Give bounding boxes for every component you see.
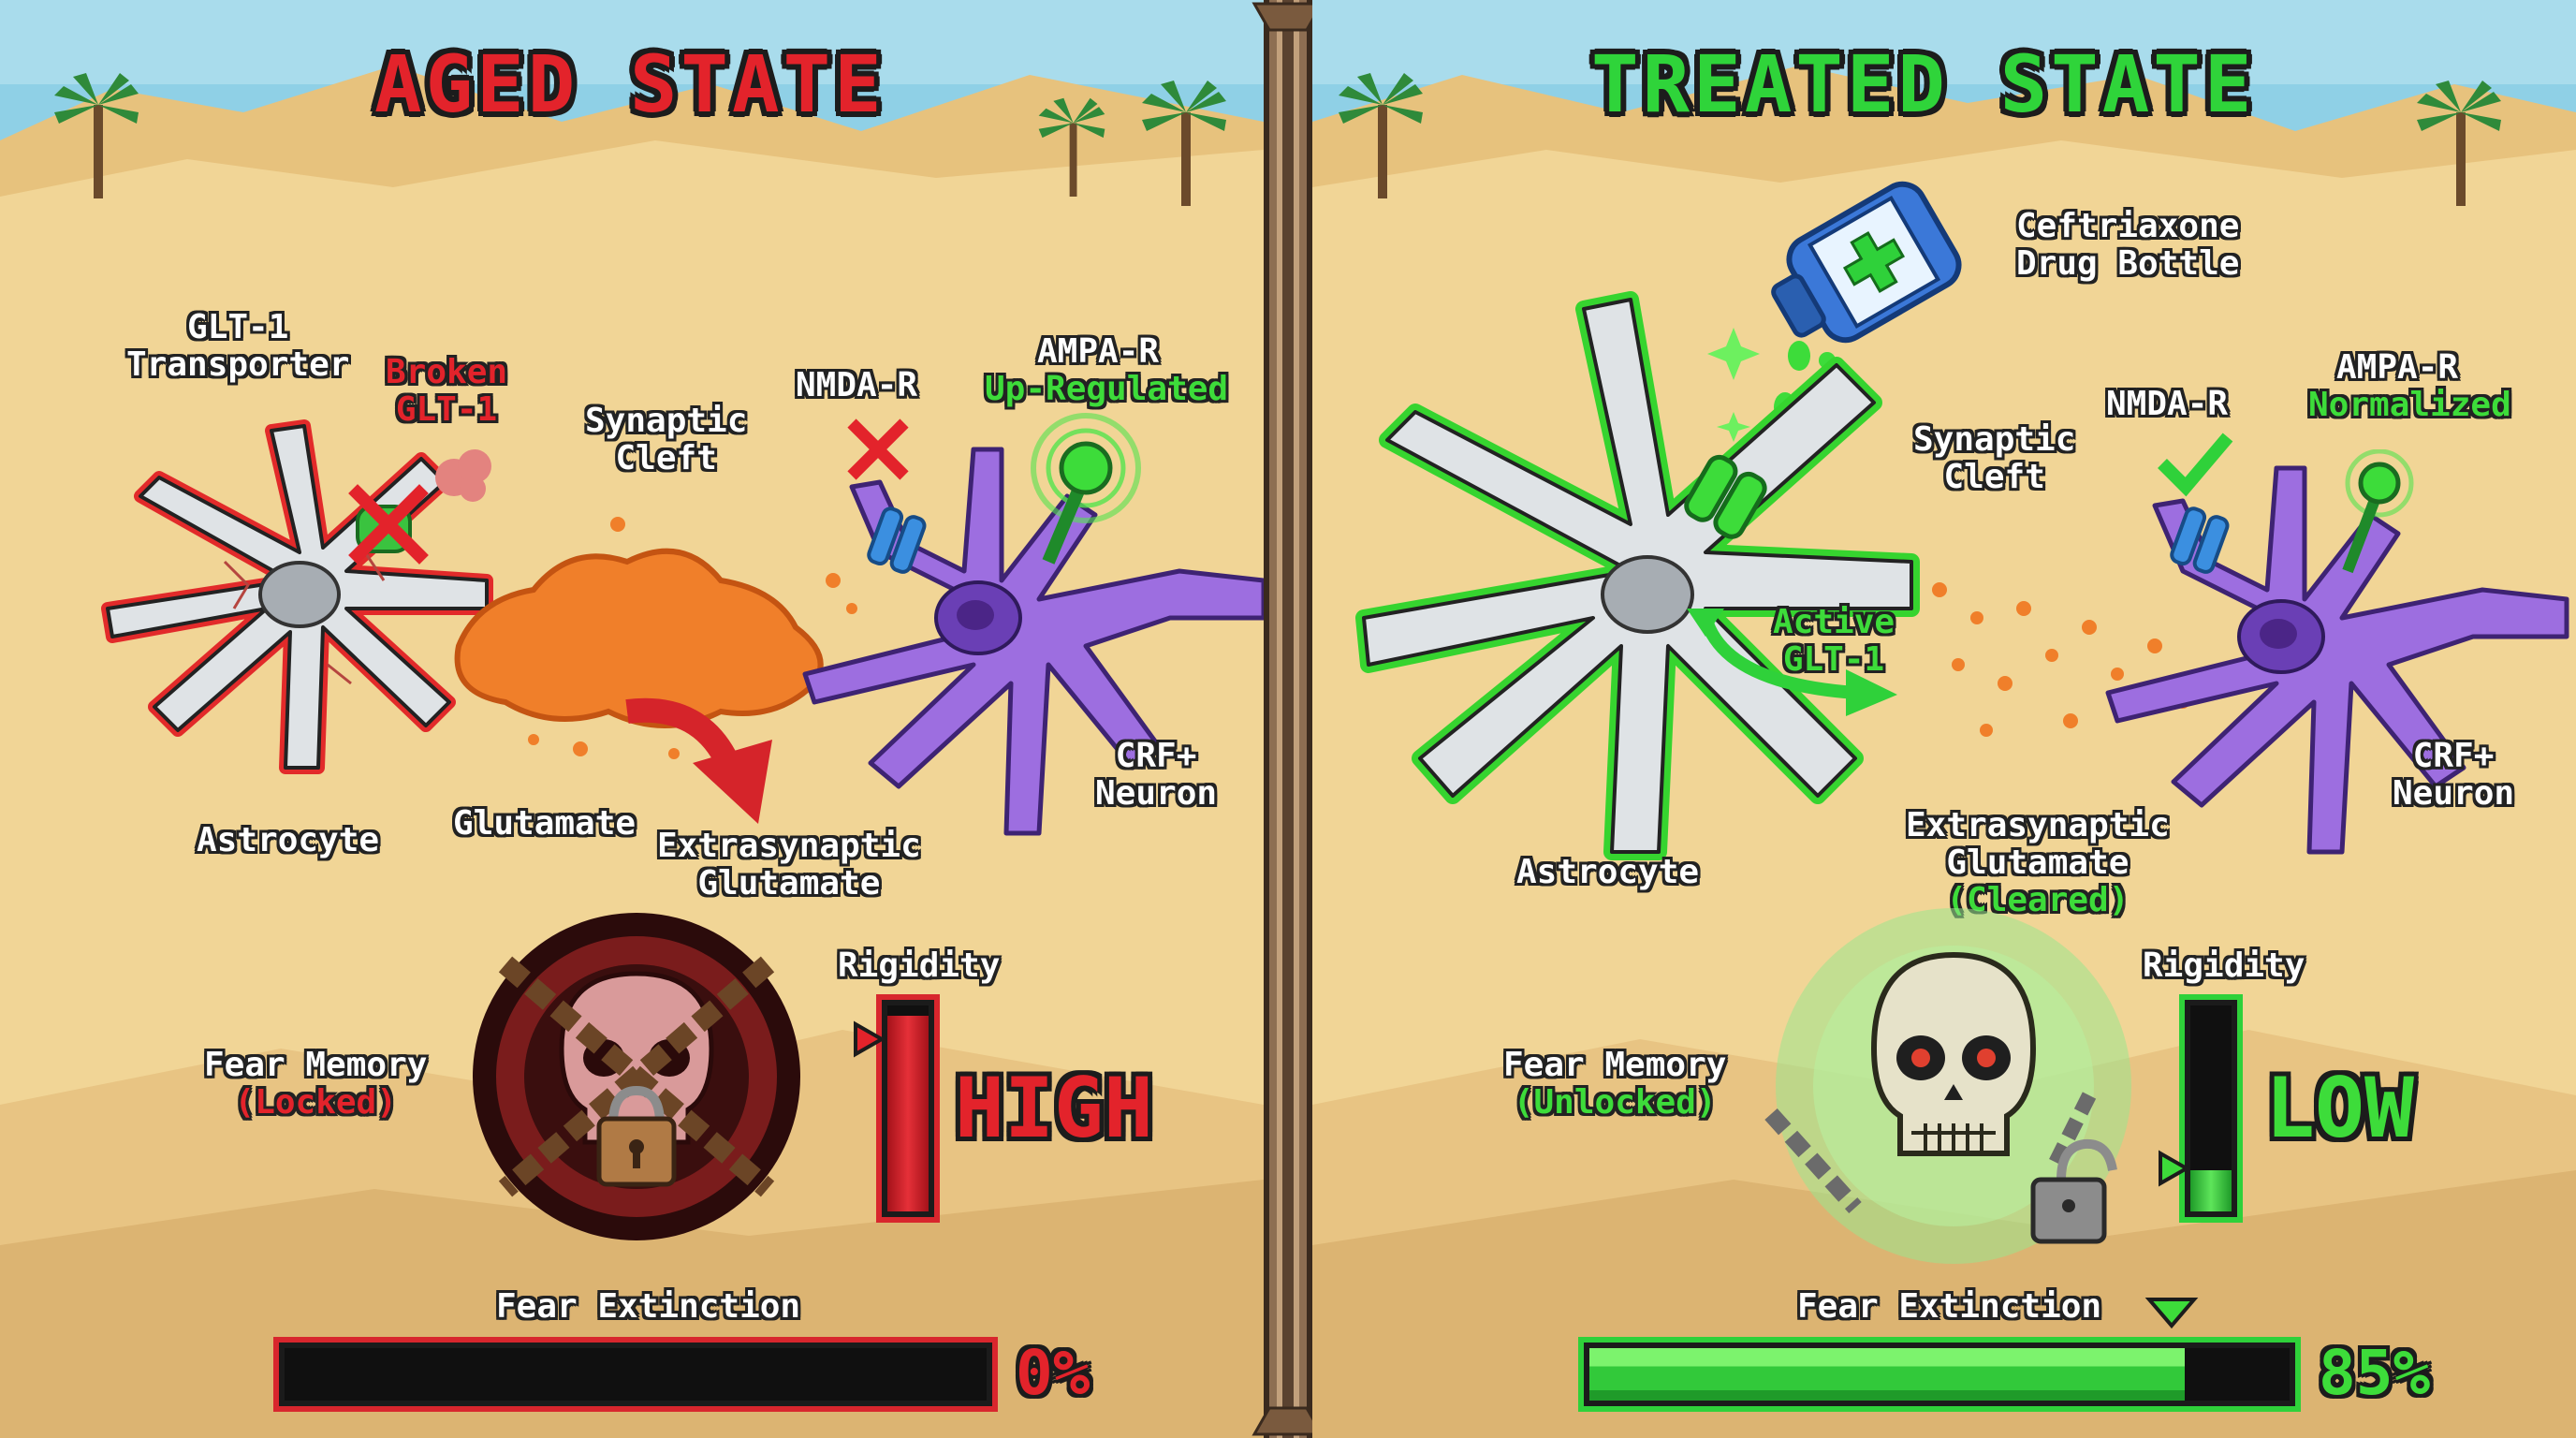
label-line: Fear Memory <box>204 1046 428 1084</box>
palm-tree-icon <box>1038 97 1105 197</box>
nmda-receptor-icon <box>867 506 927 574</box>
label-line: Cleft <box>615 439 717 477</box>
ampa-receptor-icon <box>2342 449 2414 574</box>
arrow-icon <box>1687 609 1897 716</box>
extinction-fill <box>1589 1348 2185 1401</box>
extinction-percent: 0% <box>1016 1337 1090 1409</box>
divider-ornament <box>1251 2 1325 32</box>
extrasynaptic-glutamate-label: Extrasynaptic Glutamate (Cleared) <box>1906 807 2170 919</box>
leak-puff-icon <box>435 449 491 502</box>
label-line: GLT-1 <box>1782 640 1885 679</box>
cross-icon <box>348 484 429 565</box>
level-marker-icon <box>854 1020 886 1058</box>
ampa-status-label: Up-Regulated <box>985 370 1229 408</box>
label-line: Glutamate <box>697 864 881 902</box>
rigidity-fill <box>887 1016 929 1211</box>
nmda-r-label: NMDA-R <box>2106 385 2229 423</box>
broken-glt1-label: Broken GLT-1 <box>386 354 507 429</box>
label-line: Extrasynaptic <box>657 827 921 865</box>
synaptic-cleft-label: Synaptic Cleft <box>585 403 747 477</box>
extrasynaptic-glutamate-label: Extrasynaptic Glutamate <box>657 828 921 902</box>
fear-extinction-label: Fear Extinction <box>496 1287 801 1326</box>
rigidity-label: Rigidity <box>2143 946 2305 985</box>
panel-title: TREATED STATE <box>1591 38 2256 130</box>
nmda-r-label: NMDA-R <box>796 366 918 404</box>
ampa-r-label: AMPA-R <box>1037 332 1160 371</box>
label-line: Glutamate <box>1946 844 2130 882</box>
crf-neuron-label: CRF+ Neuron <box>1095 738 1217 813</box>
ampa-status-label: Normalized <box>2308 386 2511 424</box>
check-icon <box>2158 433 2233 497</box>
rigidity-meter <box>876 994 940 1223</box>
drug-bottle-label: Ceftriaxone Drug Bottle <box>2016 208 2239 283</box>
fear-memory-status: (Locked) <box>234 1083 397 1122</box>
label-line: Synaptic <box>585 402 748 440</box>
palm-tree-icon <box>1142 81 1226 206</box>
ampa-r-label: AMPA-R <box>2336 348 2459 387</box>
locked-skull-icon <box>473 913 800 1240</box>
crf-neuron <box>802 447 1264 836</box>
fear-extinction-label: Fear Extinction <box>1797 1287 2102 1326</box>
label-line: Neuron <box>2393 774 2515 813</box>
synaptic-cleft-label: Synaptic Cleft <box>1913 421 2075 496</box>
chain-icon <box>2044 1092 2097 1174</box>
ampa-receptor-icon <box>1031 413 1141 565</box>
extinction-percent: 85% <box>2319 1337 2431 1409</box>
rigidity-label: Rigidity <box>838 946 1001 985</box>
fear-memory-status: (Unlocked) <box>1513 1083 1717 1122</box>
crf-neuron-label: CRF+ Neuron <box>2393 738 2514 813</box>
palm-tree-icon <box>2417 81 2501 206</box>
fear-extinction-bar <box>1578 1337 2301 1412</box>
label-line: GLT-1 <box>395 390 498 429</box>
active-glt1-icon <box>1684 454 1767 539</box>
label-line: CRF+ <box>1115 737 1197 775</box>
astrocyte-label: Astrocyte <box>197 821 380 859</box>
rigidity-meter <box>2179 994 2243 1223</box>
arrow-icon <box>625 697 772 824</box>
rigidity-level: LOW <box>2265 1060 2414 1156</box>
label-line: Broken <box>386 353 508 391</box>
level-marker-icon <box>2159 1150 2190 1187</box>
glutamate-label: Glutamate <box>453 804 637 843</box>
label-line: CRF+ <box>2412 737 2495 775</box>
label-line: Synaptic <box>1913 420 2076 459</box>
label-line: GLT-1 <box>187 308 289 346</box>
astrocyte-healthy <box>1355 291 1920 860</box>
fear-memory-label: Fear Memory (Locked) <box>204 1047 427 1122</box>
label-line: Drug Bottle <box>2016 244 2240 283</box>
cleared-glutamate-dots <box>1932 582 2189 737</box>
label-line: Ceftriaxone <box>2016 207 2240 245</box>
panel-divider <box>1264 0 1312 1438</box>
label-line: Cleft <box>1943 458 2045 496</box>
glutamate-cloud <box>454 517 857 759</box>
astrocyte-label: Astrocyte <box>1516 853 1700 891</box>
unlocked-skull-icon <box>1764 908 2131 1264</box>
padlock-icon <box>2030 1138 2117 1244</box>
chain-icon <box>1764 1108 1862 1214</box>
progress-marker-icon <box>2144 1298 2199 1329</box>
label-line: Active <box>1773 603 1895 641</box>
cross-icon <box>847 418 909 480</box>
label-line: Extrasynaptic <box>1906 806 2170 844</box>
panel-title: AGED STATE <box>374 38 886 130</box>
padlock-icon <box>596 1085 677 1187</box>
drug-bottle-icon <box>1771 181 1962 369</box>
glt1-transporter-label: GLT-1 Transporter <box>126 309 349 384</box>
label-line: Fear Memory <box>1503 1046 1727 1084</box>
label-line: Transporter <box>126 345 350 384</box>
fear-memory-label: Fear Memory (Unlocked) <box>1503 1047 1726 1122</box>
fear-extinction-bar <box>273 1337 998 1412</box>
palm-tree-icon <box>54 73 139 198</box>
treated-state-panel: TREATED STATE <box>1312 0 2576 1438</box>
label-line: Neuron <box>1095 774 1218 813</box>
rigidity-fill <box>2190 1170 2232 1211</box>
crf-neuron <box>2105 465 2569 855</box>
aged-state-panel: AGED STATE <box>0 0 1264 1438</box>
nmda-receptor-icon <box>2170 506 2230 574</box>
active-glt1-label: Active GLT-1 <box>1773 604 1895 679</box>
rigidity-level: HIGH <box>955 1060 1153 1156</box>
skull-icon <box>1870 951 2037 1156</box>
palm-tree-icon <box>1339 73 1423 198</box>
